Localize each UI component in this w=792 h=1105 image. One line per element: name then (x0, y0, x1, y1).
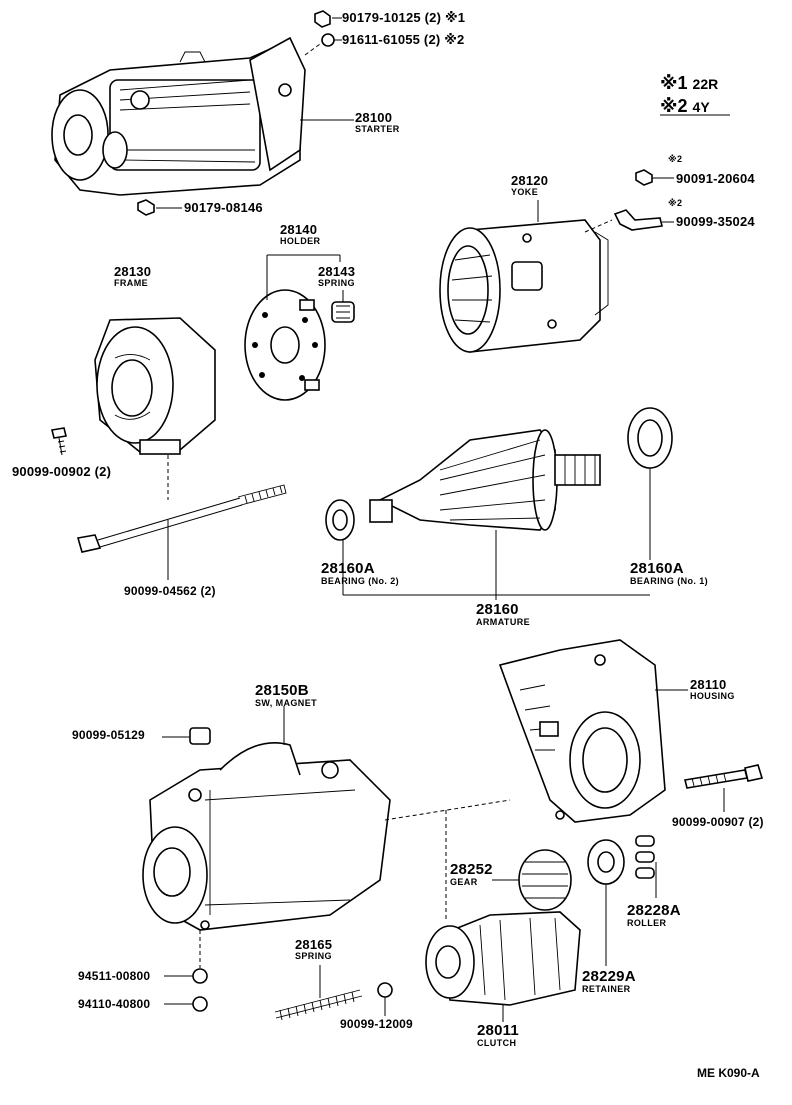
armature-28160-drawing (369, 429, 601, 531)
mark-90099-35024: ※2 (668, 198, 683, 208)
label-28252: 28252 GEAR (450, 861, 493, 887)
label-90099-12009: 90099-12009 (340, 1017, 413, 1031)
cap-90099-05129-drawing (189, 727, 211, 745)
legend-item-2: ※2 4Y (660, 96, 710, 116)
screw-90091-20604-drawing (635, 169, 653, 186)
diagram-id: ME K090-A (697, 1066, 760, 1080)
label-90099-04562: 90099-04562 (2) (124, 584, 216, 598)
clutch-28011-drawing (425, 911, 581, 1006)
magnet-switch-28150b-drawing (142, 742, 391, 931)
bearing-no2-drawing (325, 499, 355, 541)
nut-90179-08146-drawing (137, 199, 155, 216)
yoke-28120-drawing (439, 219, 609, 353)
nut-94110-40800-drawing (192, 996, 208, 1012)
model-legend: ※1 22R ※2 4Y (660, 72, 718, 118)
label-90099-35024: 90099-35024 (676, 214, 755, 229)
label-28110: 28110 HOUSING (690, 677, 735, 701)
label-28120: 28120 YOKE (511, 173, 549, 197)
label-28140: 28140 HOLDER (280, 222, 321, 246)
retainer-28229a-drawing (587, 839, 625, 885)
label-28160: 28160 ARMATURE (476, 601, 531, 627)
label-28228a: 28228A ROLLER (627, 902, 681, 928)
bracket-90099-35024-drawing (613, 209, 663, 231)
housing-28110-drawing (498, 639, 666, 823)
washer-91611-61055-drawing (321, 33, 335, 47)
label-94511-00800: 94511-00800 (78, 969, 151, 983)
label-28165: 28165 SPRING (295, 937, 333, 961)
label-28130: 28130 FRAME (114, 264, 152, 288)
rollers-28228a-drawing (635, 835, 655, 879)
spring-28165-drawing (274, 989, 363, 1021)
label-28229a: 28229A RETAINER (582, 968, 636, 994)
spring-28143-drawing (331, 301, 355, 323)
label-90099-00902: 90099-00902 (2) (12, 464, 112, 479)
legend-item-1: ※1 22R (660, 73, 719, 93)
label-94110-40800: 94110-40800 (78, 997, 151, 1011)
ball-90099-12009-drawing (377, 982, 393, 998)
label-90179-10125: 90179-10125 (2) ※1 (342, 10, 466, 25)
starter-assembly-drawing (51, 36, 306, 196)
label-28011: 28011 CLUTCH (477, 1022, 519, 1048)
screw-90099-00902-drawing (51, 427, 67, 456)
gear-28252-drawing (518, 849, 572, 911)
label-90099-00907: 90099-00907 (2) (672, 815, 764, 829)
mark-90091-20604: ※2 (668, 154, 683, 164)
washer-94511-00800-drawing (192, 968, 208, 984)
bearing-no1-drawing (627, 407, 673, 469)
nut-90179-10125-drawing (314, 10, 331, 28)
label-28143: 28143 SPRING (318, 264, 356, 288)
label-90179-08146: 90179-08146 (184, 200, 263, 215)
frame-28130-drawing (94, 317, 216, 455)
bolt-90099-00907-drawing (684, 764, 764, 789)
holder-28140-drawing (244, 289, 326, 401)
label-90099-05129: 90099-05129 (72, 728, 145, 742)
bolt-90099-04562-drawing (76, 484, 287, 553)
label-91611-61055: 91611-61055 (2) ※2 (342, 32, 465, 47)
label-28160a-left: 28160A BEARING (No. 2) (321, 560, 399, 586)
label-28160a-right: 28160A BEARING (No. 1) (630, 560, 708, 586)
label-28100: 28100 STARTER (355, 110, 400, 134)
label-90091-20604: 90091-20604 (676, 171, 755, 186)
label-28150b: 28150B SW, MAGNET (255, 682, 317, 708)
